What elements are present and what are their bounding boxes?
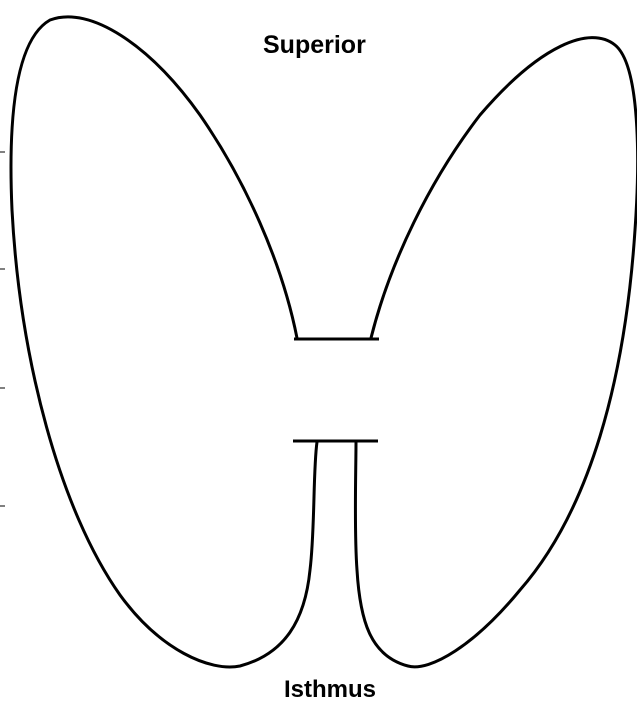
superior-label: Superior xyxy=(263,31,366,60)
right-lobe-outline xyxy=(355,38,637,667)
left-lobe-outline xyxy=(11,17,317,667)
isthmus-label: Isthmus xyxy=(284,676,376,704)
